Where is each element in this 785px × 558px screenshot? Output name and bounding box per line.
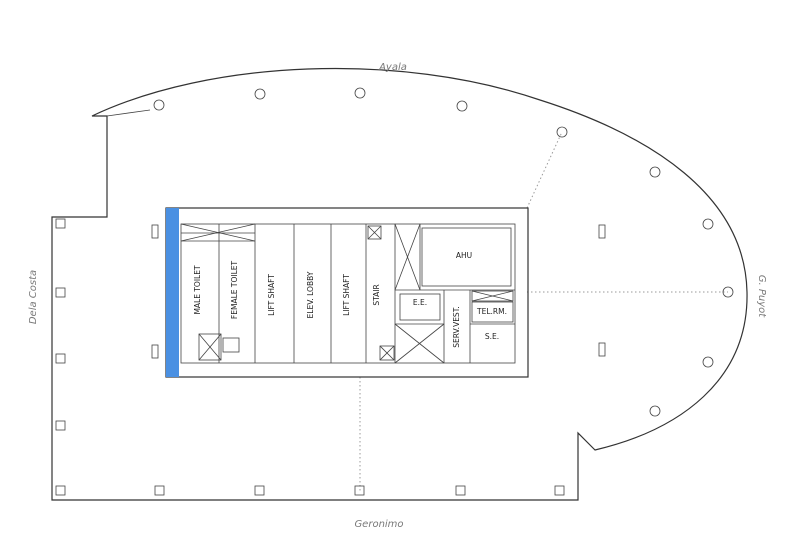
column-square — [55, 218, 66, 229]
column-square — [354, 485, 365, 496]
column-round — [254, 88, 266, 100]
room-label-ahu: AHU — [456, 251, 472, 260]
core-inner — [180, 223, 516, 364]
service-block — [394, 223, 515, 364]
columns-square — [55, 218, 565, 496]
column-interior — [151, 344, 159, 359]
column-interior — [598, 342, 606, 357]
lift-block — [293, 224, 367, 363]
street-label-bottom: Geronimo — [354, 519, 403, 530]
room-label-female-toilet: FEMALE TOILET — [230, 261, 239, 320]
column-square — [455, 485, 466, 496]
column-square — [55, 420, 66, 431]
street-label-top: Ayala — [378, 62, 407, 73]
room-label-serv-vest: SERV.VEST. — [452, 306, 461, 348]
column-square — [154, 485, 165, 496]
room-label-lift-shaft-2: LIFT SHAFT — [342, 274, 351, 316]
column-round — [556, 126, 568, 138]
room-label-elev-lobby: ELEV. LOBBY — [306, 271, 315, 318]
ee-room — [399, 293, 441, 321]
stair-block — [367, 224, 396, 363]
columns-interior — [151, 224, 606, 359]
column-interior — [151, 224, 159, 239]
columns-round — [153, 87, 734, 417]
room-label-stair: STAIR — [372, 284, 381, 305]
facade-highlight — [166, 208, 179, 377]
column-square — [254, 485, 265, 496]
column-square — [55, 353, 66, 364]
column-round — [649, 166, 661, 178]
column-round — [722, 286, 734, 298]
column-square — [554, 485, 565, 496]
column-round — [702, 218, 714, 230]
column-interior — [598, 224, 606, 239]
column-round — [702, 356, 714, 368]
room-label-lift-shaft-1: LIFT SHAFT — [267, 274, 276, 316]
room-label-ee: E.E. — [413, 298, 427, 307]
room-label-se: S.E. — [485, 332, 499, 341]
street-label-left: Dela Costa — [28, 270, 39, 324]
toilet-block — [180, 223, 256, 363]
column-square — [55, 485, 66, 496]
column-square — [55, 287, 66, 298]
tel-room — [471, 301, 514, 323]
building-outline — [51, 67, 748, 501]
column-round — [456, 100, 468, 112]
column-round — [649, 405, 661, 417]
column-round — [354, 87, 366, 99]
room-label-male-toilet: MALE TOILET — [193, 265, 202, 315]
axis-line-diagonal — [526, 131, 563, 209]
column-round — [153, 99, 165, 111]
ahu-room — [421, 227, 512, 287]
outline-notch — [106, 109, 151, 117]
street-label-right: G. Puyot — [756, 275, 767, 319]
room-label-tel-rm: TEL.RM. — [476, 307, 507, 316]
